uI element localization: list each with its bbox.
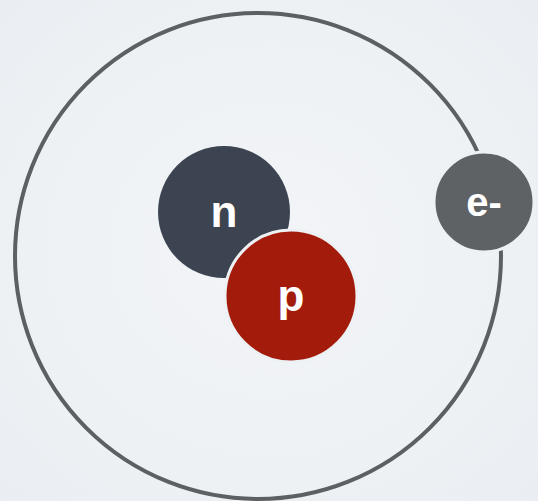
proton-circle: p bbox=[225, 230, 357, 362]
particle-symbol: p bbox=[278, 274, 305, 318]
particle-symbol: n bbox=[211, 190, 238, 234]
circle-shape bbox=[225, 230, 357, 362]
circle-shape bbox=[434, 152, 534, 252]
orbit-ring bbox=[15, 13, 501, 499]
particle-symbol: e- bbox=[466, 182, 502, 222]
electron-circle: e- bbox=[434, 152, 534, 252]
